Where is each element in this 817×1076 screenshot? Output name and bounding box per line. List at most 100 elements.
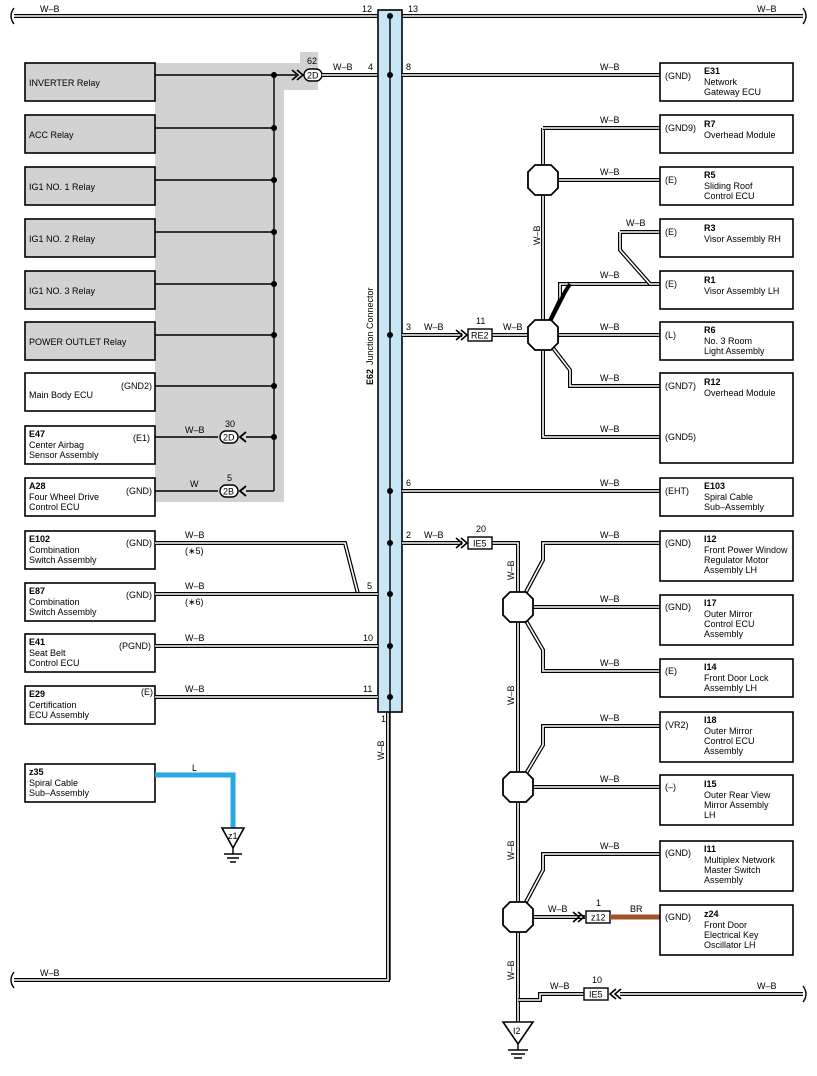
bottom-bus-wire (14, 712, 390, 982)
svg-text:(E1): (E1) (133, 433, 150, 443)
svg-text:Mirror Assembly: Mirror Assembly (704, 800, 769, 810)
svg-text:Front Door Lock: Front Door Lock (704, 673, 769, 683)
break-marks-top (10, 7, 807, 25)
splice-point (527, 164, 559, 196)
svg-text:Seat Belt: Seat Belt (29, 648, 66, 658)
svg-text:W–B: W–B (757, 981, 777, 991)
svg-text:(E): (E) (665, 666, 677, 676)
svg-text:W–B: W–B (600, 322, 620, 332)
svg-text:I18: I18 (704, 715, 717, 725)
svg-text:2B: 2B (223, 487, 234, 497)
splice-point (502, 771, 534, 803)
svg-text:W–B: W–B (185, 581, 205, 591)
svg-text:(E): (E) (665, 279, 677, 289)
svg-text:11: 11 (476, 316, 485, 326)
svg-text:4: 4 (368, 62, 373, 72)
svg-text:1: 1 (596, 898, 601, 908)
connector-5-2B: 2B 5 W (155, 473, 247, 498)
connector-IE5: IE5 20 (467, 524, 493, 550)
svg-text:I11: I11 (704, 844, 716, 854)
svg-text:30: 30 (225, 419, 235, 429)
svg-text:Light Assembly: Light Assembly (704, 346, 765, 356)
svg-text:LH: LH (704, 810, 716, 820)
svg-text:Certification: Certification (29, 700, 77, 710)
left-components: INVERTER Relay ACC Relay IG1 NO. 1 Relay… (24, 62, 156, 803)
svg-text:W–B: W–B (185, 684, 205, 694)
svg-text:W–B: W–B (548, 904, 568, 914)
svg-text:W: W (190, 479, 199, 489)
svg-text:W–B: W–B (550, 981, 570, 991)
svg-text:E47: E47 (29, 429, 45, 439)
svg-text:(GND): (GND) (126, 590, 152, 600)
svg-text:(L): (L) (665, 330, 676, 340)
svg-text:10: 10 (363, 633, 373, 643)
svg-text:20: 20 (476, 524, 486, 534)
svg-text:W–B: W–B (506, 560, 516, 580)
pin-label: 1 (381, 714, 386, 724)
svg-text:(GND): (GND) (126, 538, 152, 548)
svg-text:Spiral Cable: Spiral Cable (704, 492, 753, 502)
svg-text:W–B: W–B (600, 115, 620, 125)
svg-text:E29: E29 (29, 689, 45, 699)
svg-text:2D: 2D (223, 433, 235, 443)
svg-text:Front Power Window: Front Power Window (704, 545, 788, 555)
svg-text:2D: 2D (307, 71, 319, 81)
svg-text:62: 62 (307, 56, 317, 66)
svg-text:IG1 NO. 1 Relay: IG1 NO. 1 Relay (29, 182, 96, 192)
svg-text:A28: A28 (29, 481, 46, 491)
svg-text:W–B: W–B (424, 530, 444, 540)
svg-text:6: 6 (406, 478, 411, 488)
svg-text:L: L (192, 763, 197, 773)
svg-text:I17: I17 (704, 598, 717, 608)
splice-point (527, 319, 559, 351)
svg-text:Switch Assembly: Switch Assembly (29, 555, 97, 565)
svg-text:Four Wheel Drive: Four Wheel Drive (29, 492, 99, 502)
svg-text:z35: z35 (29, 767, 44, 777)
svg-text:5: 5 (227, 473, 232, 483)
svg-text:Electrical Key: Electrical Key (704, 930, 759, 940)
wire-label: W–B (376, 740, 386, 760)
svg-text:INVERTER Relay: INVERTER Relay (29, 78, 100, 88)
svg-text:z24: z24 (704, 909, 719, 919)
svg-text:RE2: RE2 (471, 331, 489, 341)
svg-text:(GND7): (GND7) (665, 381, 696, 391)
svg-text:(GND): (GND) (665, 71, 691, 81)
svg-text:(GND): (GND) (665, 848, 691, 858)
svg-text:Network: Network (704, 77, 738, 87)
svg-text:Assembly: Assembly (704, 746, 744, 756)
svg-text:Spiral Cable: Spiral Cable (29, 778, 78, 788)
svg-text:Sub–Assembly: Sub–Assembly (29, 788, 90, 798)
svg-text:Combination: Combination (29, 545, 80, 555)
svg-text:E102: E102 (29, 534, 50, 544)
svg-text:W–B: W–B (600, 270, 620, 280)
svg-text:Regulator Motor: Regulator Motor (704, 555, 769, 565)
connector-z12: z12 1 (585, 898, 611, 924)
svg-text:11: 11 (363, 684, 372, 694)
svg-text:W–B: W–B (600, 62, 620, 72)
svg-text:W–B: W–B (600, 167, 620, 177)
svg-text:W–B: W–B (600, 658, 620, 668)
junction-name: Junction Connector (365, 287, 375, 365)
svg-text:z12: z12 (591, 913, 606, 923)
svg-text:(GND5): (GND5) (665, 432, 696, 442)
svg-text:Assembly LH: Assembly LH (704, 565, 757, 575)
ground-z1: z1 (220, 827, 246, 863)
svg-text:W–B: W–B (185, 633, 205, 643)
svg-text:5: 5 (367, 581, 372, 591)
svg-text:W–B: W–B (600, 373, 620, 383)
svg-text:(E): (E) (665, 227, 677, 237)
pin-label: 12 (362, 4, 372, 14)
svg-text:Oscillator LH: Oscillator LH (704, 940, 756, 950)
svg-text:(GND): (GND) (665, 538, 691, 548)
svg-text:I14: I14 (704, 662, 717, 672)
svg-text:R6: R6 (704, 325, 716, 335)
wire-label: W–B (757, 4, 777, 14)
svg-text:E87: E87 (29, 586, 45, 596)
ground-I2: I2 (501, 1021, 535, 1059)
svg-text:R12: R12 (704, 377, 721, 387)
svg-text:W–B: W–B (424, 322, 444, 332)
svg-text:(EHT): (EHT) (665, 486, 689, 496)
svg-text:W–B: W–B (506, 840, 516, 860)
relay-zone-background (155, 52, 318, 502)
svg-text:Main Body ECU: Main Body ECU (29, 390, 93, 400)
